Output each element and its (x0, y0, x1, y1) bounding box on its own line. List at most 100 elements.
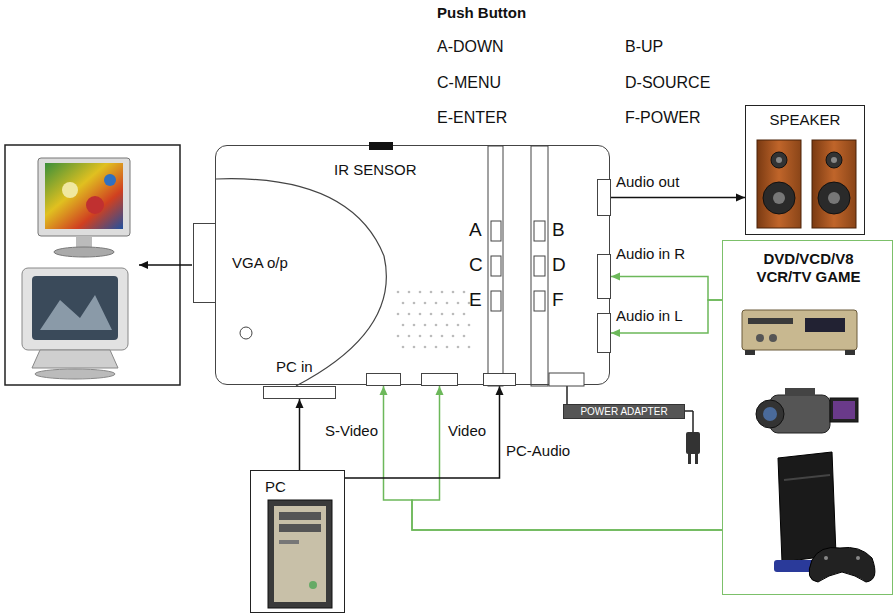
port-label: DVD/VCD/V8 VCR/TV GAME (743, 250, 875, 286)
drawing-part (419, 291, 422, 294)
drawing-part (756, 334, 764, 342)
button-strip (488, 146, 503, 386)
button-letter: E (469, 289, 482, 312)
drawing-part (468, 346, 471, 349)
drawing-part (763, 407, 777, 421)
port-label: Audio in L (616, 307, 683, 325)
port-label: VGA o/p (232, 254, 288, 272)
drawing-part (413, 346, 416, 349)
cable (299, 399, 301, 470)
drawing-part (745, 350, 755, 355)
drawing-part (463, 313, 466, 316)
drawing-part (441, 291, 444, 294)
port-label: IR SENSOR (334, 161, 417, 179)
dvd-player (742, 310, 857, 355)
legend-heading: Push Button (437, 4, 526, 22)
drawing-part (534, 256, 545, 276)
camcorder (756, 388, 858, 433)
game-console (774, 452, 875, 582)
audio-in-port: Audio in R (597, 254, 611, 299)
drawing-part (424, 324, 427, 327)
speaker-box: SPEAKER (745, 105, 865, 235)
button-legend: C-MENU (437, 73, 501, 92)
drawing-part (457, 324, 460, 327)
drawing-part (268, 500, 332, 608)
drawing-part (446, 324, 449, 327)
front-panel-curve (216, 179, 386, 386)
drawing-part (279, 524, 321, 532)
drawing-part (32, 276, 118, 340)
av-cable (611, 300, 722, 333)
drawing-part (452, 313, 455, 316)
vent-holes (397, 291, 471, 349)
drawing-part (430, 335, 433, 338)
drawing-part (22, 268, 128, 350)
port-label: S-Video (325, 422, 378, 440)
drawing-part (279, 540, 299, 544)
drawing-part (274, 506, 326, 602)
drawing-part (831, 157, 837, 163)
indicator-led (240, 327, 252, 339)
drawing-part (435, 324, 438, 327)
vga-port: VGA o/p (193, 223, 216, 303)
drawing-part (784, 475, 830, 480)
speaker-pair (757, 140, 856, 228)
button-legend: D-SOURCE (625, 73, 710, 92)
drawing-part (757, 140, 801, 228)
drawing-part (430, 291, 433, 294)
source-box: DVD/VCD/V8 VCR/TV GAME (722, 240, 893, 595)
drawing-part (139, 264, 192, 265)
port-label: POWER ADAPTER (564, 406, 684, 418)
av-cable (412, 386, 722, 530)
drawing-part (45, 163, 123, 229)
drawing-part (419, 335, 422, 338)
button-strip (531, 146, 548, 386)
drawing-part (397, 335, 400, 338)
pc-box: PC (250, 470, 345, 613)
drawing-part (773, 192, 785, 204)
power-port (549, 373, 584, 386)
drawing-part (776, 157, 782, 163)
drawing-part (430, 313, 433, 316)
drawing-part (35, 369, 115, 379)
ir-sensor (369, 142, 393, 150)
power-adapter: POWER ADAPTER (563, 404, 685, 419)
button-letter: C (469, 254, 483, 277)
drawing-part (692, 411, 694, 432)
drawing-part (748, 318, 793, 324)
drawing-part (446, 346, 449, 349)
drawing-part (441, 313, 444, 316)
drawing-part (402, 324, 405, 327)
port-label: Audio in R (616, 245, 685, 263)
port-label: PC in (276, 358, 313, 376)
drawing-part (771, 152, 787, 168)
drawing-part (856, 556, 860, 560)
drawing-part (54, 247, 114, 257)
drawing-part (769, 334, 777, 342)
drawing-part (845, 350, 855, 355)
drawing-part (62, 182, 78, 198)
s-video-port: S-Video (366, 373, 401, 386)
port-label: Video (448, 422, 486, 440)
button-letter: B (552, 219, 565, 242)
drawing-part (491, 291, 501, 311)
cable (566, 385, 568, 404)
drawing-part (40, 295, 112, 330)
audio-in-port: Audio in L (597, 313, 611, 353)
drawing-part (441, 335, 444, 338)
drawing-part (402, 302, 405, 305)
pc-in-port: PC in (263, 386, 336, 399)
port-label: Audio out (616, 173, 679, 191)
button-legend: B-UP (625, 37, 663, 56)
push-buttons (491, 221, 545, 311)
device-housing: IR SENSORVGA o/pPC inS-VideoVideoPC-Audi… (215, 145, 610, 385)
drawing-part (408, 313, 411, 316)
drawing-part (424, 302, 427, 305)
port-label: PC (265, 478, 286, 496)
drawing-part (824, 556, 828, 560)
drawing-part (828, 192, 840, 204)
drawing-part (818, 182, 850, 214)
drawing-part (424, 346, 427, 349)
